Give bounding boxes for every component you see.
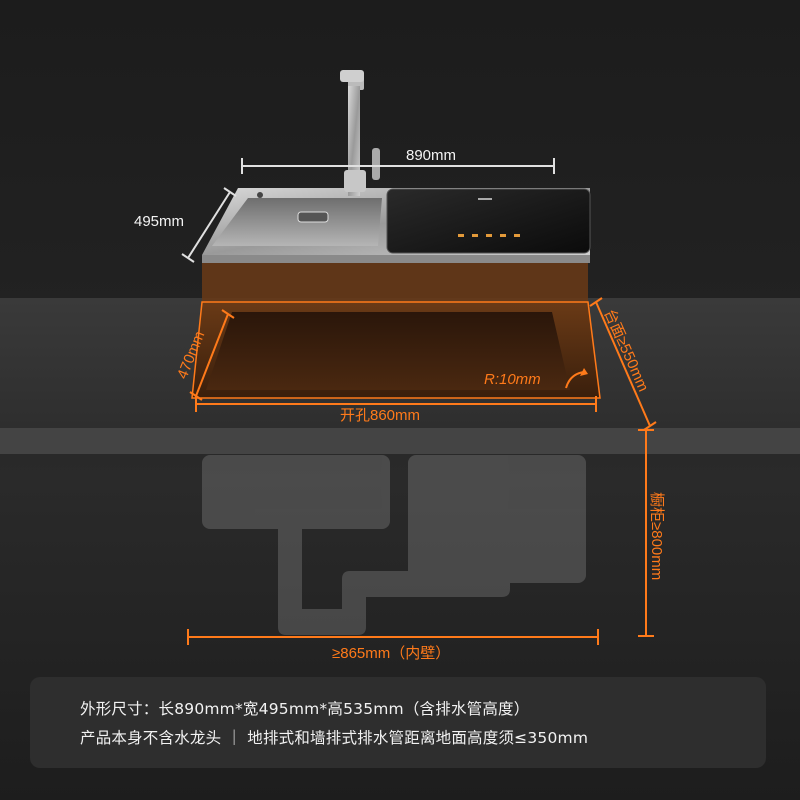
- width-label: 890mm: [406, 147, 456, 164]
- inner-wall-dimension: [187, 629, 599, 645]
- depth-dimension: [181, 187, 237, 263]
- corner-radius-label: R:10mm: [484, 371, 541, 388]
- sink-basin: [212, 198, 382, 246]
- drain-cover: [297, 211, 329, 223]
- cabinet-label: 橱柜≥800mm: [648, 492, 665, 580]
- sink-body-projection: [202, 262, 588, 302]
- cabinet-dimension: [638, 429, 654, 637]
- depth-label: 495mm: [134, 213, 184, 230]
- notes-line-1: 外形尺寸：长890mm*宽495mm*高535mm（含排水管高度）: [80, 700, 530, 718]
- dishwasher-lid: [386, 188, 591, 254]
- cutout-width-dimension: [195, 396, 597, 412]
- soap-hole: [257, 192, 263, 198]
- drain-pipes: [202, 455, 586, 635]
- dishwasher-logo: [478, 198, 492, 200]
- notes-line-2: 产品本身不含水龙头 ｜ 地排式和墙排式排水管距离地面高度须≤350mm: [80, 729, 589, 747]
- countertop-edge: [0, 428, 800, 454]
- countertop-dimension: [589, 297, 657, 431]
- inner-wall-label: ≥865mm（内壁）: [332, 645, 450, 662]
- width-dimension: [241, 158, 555, 174]
- corner-radius-arrowhead: [580, 368, 588, 376]
- notes-panel: [30, 677, 766, 768]
- cutout-width-label: 开孔860mm: [340, 407, 420, 424]
- sink-front-edge: [202, 255, 590, 263]
- cutout-hole: [206, 312, 570, 390]
- corner-radius-arrow: [565, 371, 585, 389]
- dishwasher-controls: [458, 234, 520, 237]
- faucet: [340, 70, 380, 196]
